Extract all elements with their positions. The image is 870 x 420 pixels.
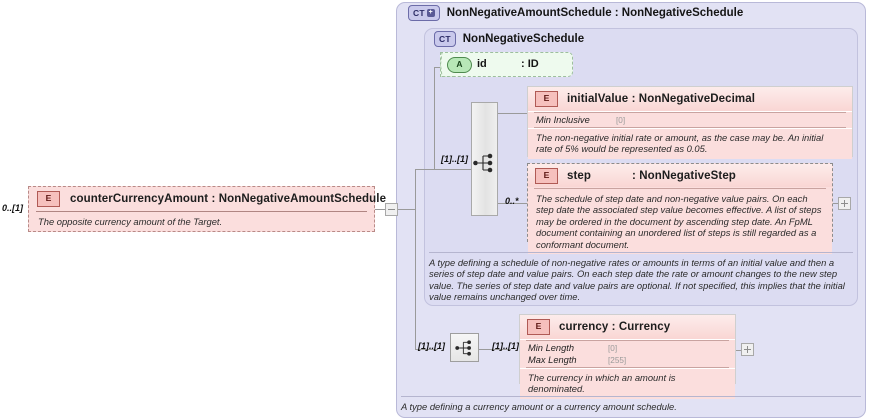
- element-step-expand-plus-icon[interactable]: [838, 197, 851, 210]
- complextype-outer-header: CT+ NonNegativeAmountSchedule : NonNegat…: [408, 5, 743, 21]
- connector-branch-inner: [415, 169, 434, 170]
- element-currency-header: E currency : Currency: [520, 315, 735, 339]
- connector-seq-to-initialvalue: [497, 113, 528, 114]
- complextype-inner-title: NonNegativeSchedule: [462, 33, 585, 45]
- element-badge-icon: E: [37, 191, 60, 207]
- complextype-outer-title: NonNegativeAmountSchedule : NonNegativeS…: [446, 7, 744, 19]
- complextype-inner-annotation-wrap: A type defining a schedule of non-negati…: [429, 252, 853, 303]
- connector-step-expander: [833, 203, 838, 204]
- element-initialvalue-facets: Min Inclusive [0]: [528, 112, 852, 128]
- sequence-compositor-bar[interactable]: [471, 102, 498, 216]
- divider: [534, 112, 846, 113]
- element-currency-title: currency : Currency: [559, 321, 671, 333]
- multiplicity-currency-seq-in: [1]..[1]: [418, 341, 445, 351]
- element-badge-icon: E: [535, 168, 558, 184]
- element-step-name: step: [567, 170, 592, 182]
- collapse-minus-icon[interactable]: [385, 203, 398, 216]
- element-initialvalue-title: initialValue : NonNegativeDecimal: [567, 93, 755, 105]
- facet-row: Min Inclusive [0]: [528, 114, 852, 126]
- element-countercurrencyamount-header: E counterCurrencyAmount : NonNegativeAmo…: [29, 187, 386, 210]
- element-countercurrencyamount-title: counterCurrencyAmount : NonNegativeAmoun…: [70, 193, 387, 205]
- facet-value: [0]: [608, 344, 618, 353]
- complextype-inner-badge-label: CT: [439, 33, 451, 44]
- connector-seq-to-step: [497, 203, 528, 204]
- element-currency-expand-plus-icon[interactable]: [741, 343, 754, 356]
- element-countercurrencyamount-box[interactable]: E counterCurrencyAmount : NonNegativeAmo…: [28, 186, 386, 232]
- multiplicity-root-element: 0..[1]: [2, 203, 24, 213]
- facet-value: [255]: [608, 356, 627, 365]
- element-step-description-wrap: The schedule of step date and non-negati…: [528, 190, 832, 255]
- connector-currency-seq-out: [474, 349, 511, 350]
- divider: [526, 367, 729, 368]
- element-currency-description-wrap: The currency in which an amount is denom…: [520, 369, 735, 399]
- element-initialvalue-box[interactable]: E initialValue : NonNegativeDecimal Min …: [527, 86, 853, 159]
- element-currency-facets: Min Length [0] Max Length [255]: [520, 340, 735, 368]
- attribute-badge-icon: A: [447, 57, 472, 73]
- connector-branch-currency: [415, 349, 438, 350]
- sequence-icon: [455, 340, 471, 356]
- element-initialvalue-header: E initialValue : NonNegativeDecimal: [528, 87, 852, 111]
- facet-row: Max Length [255]: [520, 354, 735, 366]
- complextype-badge-label: CT: [413, 7, 425, 18]
- element-countercurrencyamount-description-wrap: The opposite currency amount of the Targ…: [29, 212, 374, 227]
- element-step-description: The schedule of step date and non-negati…: [536, 193, 822, 250]
- facet-label: Min Length: [528, 343, 574, 353]
- facet-label: Min Inclusive: [536, 115, 590, 125]
- sequence-compositor-box[interactable]: [450, 333, 479, 362]
- attribute-name: id: [477, 58, 487, 70]
- facet-row: Min Length [0]: [520, 342, 735, 354]
- element-badge-icon: E: [535, 91, 558, 107]
- element-step-header: E step : NonNegativeStep: [528, 164, 832, 187]
- divider: [534, 127, 846, 128]
- connector-currency-expander: [736, 350, 741, 351]
- connector-to-attribute: [434, 67, 442, 68]
- connector-into-outer: [398, 209, 416, 210]
- element-currency-description: The currency in which an amount is denom…: [528, 372, 676, 395]
- facet-value: [0]: [616, 116, 626, 125]
- multiplicity-step: 0..*: [505, 196, 519, 206]
- expand-plus-icon[interactable]: +: [426, 9, 435, 17]
- element-step-type: : NonNegativeStep: [632, 170, 736, 182]
- attribute-type: : ID: [521, 58, 539, 70]
- divider: [526, 340, 729, 341]
- complextype-inner-badge-icon[interactable]: CT: [434, 31, 456, 47]
- connector-outer-trunk: [415, 169, 416, 349]
- element-initialvalue-description-wrap: The non-negative initial rate or amount,…: [528, 129, 852, 159]
- complextype-badge-icon[interactable]: CT+: [408, 5, 440, 21]
- divider: [36, 211, 367, 212]
- complextype-inner-annotation: A type defining a schedule of non-negati…: [429, 257, 845, 303]
- facet-label: Max Length: [528, 355, 577, 365]
- multiplicity-currency-seq-out: [1]..[1]: [492, 341, 519, 351]
- element-initialvalue-description: The non-negative initial rate or amount,…: [536, 132, 824, 155]
- connector-to-sequence-bar: [434, 169, 473, 170]
- element-currency-box[interactable]: E currency : Currency Min Length [0] Max…: [519, 314, 736, 399]
- element-step-box[interactable]: E step : NonNegativeStep The schedule of…: [527, 163, 833, 255]
- connector-root-out: [375, 209, 385, 210]
- element-badge-icon: E: [527, 319, 550, 335]
- complextype-outer-annotation-wrap: A type defining a currency amount or a c…: [401, 396, 861, 412]
- element-countercurrencyamount-description: The opposite currency amount of the Targ…: [38, 216, 223, 227]
- sequence-icon: [473, 153, 493, 173]
- connector-inner-trunk: [434, 67, 435, 170]
- complextype-inner-header: CT NonNegativeSchedule: [434, 31, 584, 47]
- complextype-outer-annotation: A type defining a currency amount or a c…: [401, 401, 677, 412]
- multiplicity-sequence-bar: [1]..[1]: [441, 154, 468, 164]
- divider: [534, 188, 826, 189]
